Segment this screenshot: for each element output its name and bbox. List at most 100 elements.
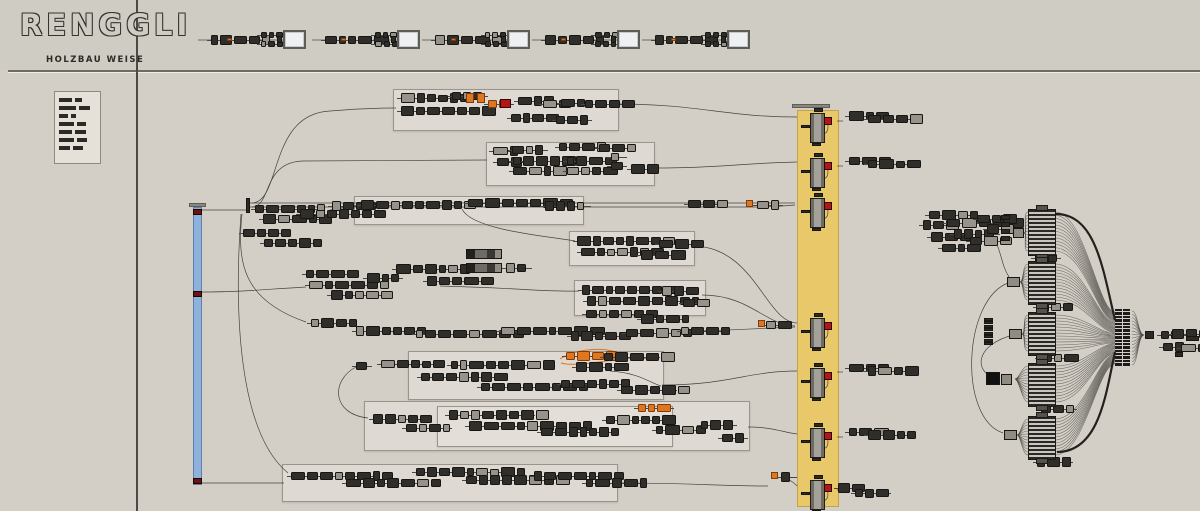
node[interactable] bbox=[345, 290, 353, 300]
bake-component[interactable] bbox=[810, 318, 825, 348]
node-chain[interactable] bbox=[307, 317, 357, 329]
node[interactable] bbox=[410, 359, 421, 369]
dark-block[interactable] bbox=[984, 335, 993, 338]
black-block[interactable] bbox=[986, 372, 1000, 385]
node-chain[interactable] bbox=[302, 268, 360, 280]
bake-component[interactable] bbox=[810, 158, 825, 188]
node[interactable] bbox=[354, 291, 364, 299]
bake-toggle[interactable] bbox=[824, 372, 832, 380]
node[interactable] bbox=[906, 430, 916, 440]
node-chain[interactable] bbox=[762, 319, 792, 331]
node[interactable] bbox=[616, 415, 630, 425]
node-chain[interactable] bbox=[363, 272, 403, 284]
node[interactable] bbox=[381, 359, 396, 369]
node[interactable] bbox=[620, 310, 632, 318]
node[interactable] bbox=[705, 326, 720, 336]
node[interactable] bbox=[543, 99, 557, 109]
node[interactable] bbox=[592, 352, 605, 360]
node[interactable] bbox=[906, 159, 922, 169]
node[interactable] bbox=[373, 209, 386, 219]
node[interactable] bbox=[373, 414, 383, 424]
node[interactable] bbox=[610, 428, 620, 436]
node[interactable] bbox=[868, 366, 877, 376]
node[interactable] bbox=[387, 478, 400, 488]
node[interactable] bbox=[591, 286, 604, 294]
node[interactable] bbox=[263, 214, 277, 224]
node[interactable] bbox=[621, 386, 633, 394]
node-chain[interactable] bbox=[864, 429, 916, 441]
node[interactable] bbox=[615, 237, 624, 245]
node[interactable] bbox=[682, 315, 690, 323]
node[interactable] bbox=[380, 291, 393, 299]
node[interactable] bbox=[506, 382, 522, 392]
node[interactable] bbox=[655, 251, 669, 259]
node[interactable] bbox=[627, 286, 638, 294]
node[interactable] bbox=[577, 201, 585, 211]
node[interactable] bbox=[573, 326, 589, 336]
node-chain[interactable] bbox=[563, 165, 619, 177]
node[interactable] bbox=[511, 360, 525, 370]
node[interactable] bbox=[638, 403, 646, 413]
orange-block[interactable] bbox=[771, 472, 778, 479]
node[interactable] bbox=[855, 488, 864, 498]
node[interactable] bbox=[652, 285, 662, 295]
node[interactable] bbox=[448, 265, 459, 273]
merge-row[interactable] bbox=[1115, 332, 1132, 336]
node[interactable] bbox=[536, 156, 549, 166]
node[interactable] bbox=[655, 35, 664, 45]
node-chain[interactable] bbox=[591, 38, 619, 50]
merge-row[interactable] bbox=[1115, 322, 1132, 325]
node[interactable] bbox=[315, 210, 326, 218]
node[interactable] bbox=[357, 35, 373, 45]
node[interactable] bbox=[566, 201, 576, 211]
node[interactable] bbox=[330, 269, 346, 279]
node[interactable] bbox=[492, 41, 500, 47]
node[interactable] bbox=[904, 366, 920, 376]
node[interactable] bbox=[1172, 329, 1185, 339]
node[interactable] bbox=[695, 426, 706, 434]
node-chain[interactable] bbox=[627, 163, 659, 175]
node[interactable] bbox=[586, 310, 598, 318]
node[interactable] bbox=[596, 248, 605, 256]
slider-marker[interactable] bbox=[193, 209, 202, 215]
bake-toggle[interactable] bbox=[824, 432, 832, 440]
node[interactable] bbox=[865, 488, 875, 498]
node[interactable] bbox=[722, 433, 734, 443]
node[interactable] bbox=[457, 106, 468, 116]
node[interactable] bbox=[365, 291, 379, 299]
node[interactable] bbox=[516, 326, 531, 336]
node-chain[interactable] bbox=[287, 470, 393, 482]
node[interactable] bbox=[631, 164, 646, 174]
orange-block[interactable] bbox=[746, 200, 753, 207]
node[interactable] bbox=[558, 326, 572, 336]
node[interactable] bbox=[464, 277, 480, 285]
dark-block[interactable] bbox=[1001, 236, 1010, 241]
node[interactable] bbox=[356, 361, 367, 371]
node[interactable] bbox=[468, 199, 483, 207]
node[interactable] bbox=[347, 269, 360, 279]
fan-node[interactable] bbox=[501, 36, 506, 43]
node[interactable] bbox=[479, 475, 489, 485]
node[interactable] bbox=[511, 114, 521, 122]
bake-component[interactable] bbox=[810, 368, 825, 398]
node[interactable] bbox=[655, 328, 670, 338]
node[interactable] bbox=[543, 166, 551, 176]
node[interactable] bbox=[681, 327, 689, 335]
node[interactable] bbox=[466, 468, 475, 476]
node[interactable] bbox=[494, 372, 508, 382]
node[interactable] bbox=[526, 421, 539, 431]
node[interactable] bbox=[243, 228, 255, 238]
node[interactable] bbox=[710, 420, 721, 430]
node[interactable] bbox=[461, 36, 473, 44]
node[interactable] bbox=[291, 472, 306, 480]
node-chain[interactable] bbox=[581, 98, 635, 110]
node[interactable] bbox=[882, 430, 895, 440]
merge-row[interactable] bbox=[1115, 336, 1132, 339]
bake-toggle[interactable] bbox=[824, 162, 832, 170]
node[interactable] bbox=[535, 145, 543, 155]
node[interactable] bbox=[366, 326, 380, 336]
bake-component[interactable] bbox=[810, 428, 825, 458]
node-chain[interactable] bbox=[582, 308, 659, 320]
node[interactable] bbox=[647, 403, 655, 413]
node[interactable] bbox=[606, 416, 615, 424]
